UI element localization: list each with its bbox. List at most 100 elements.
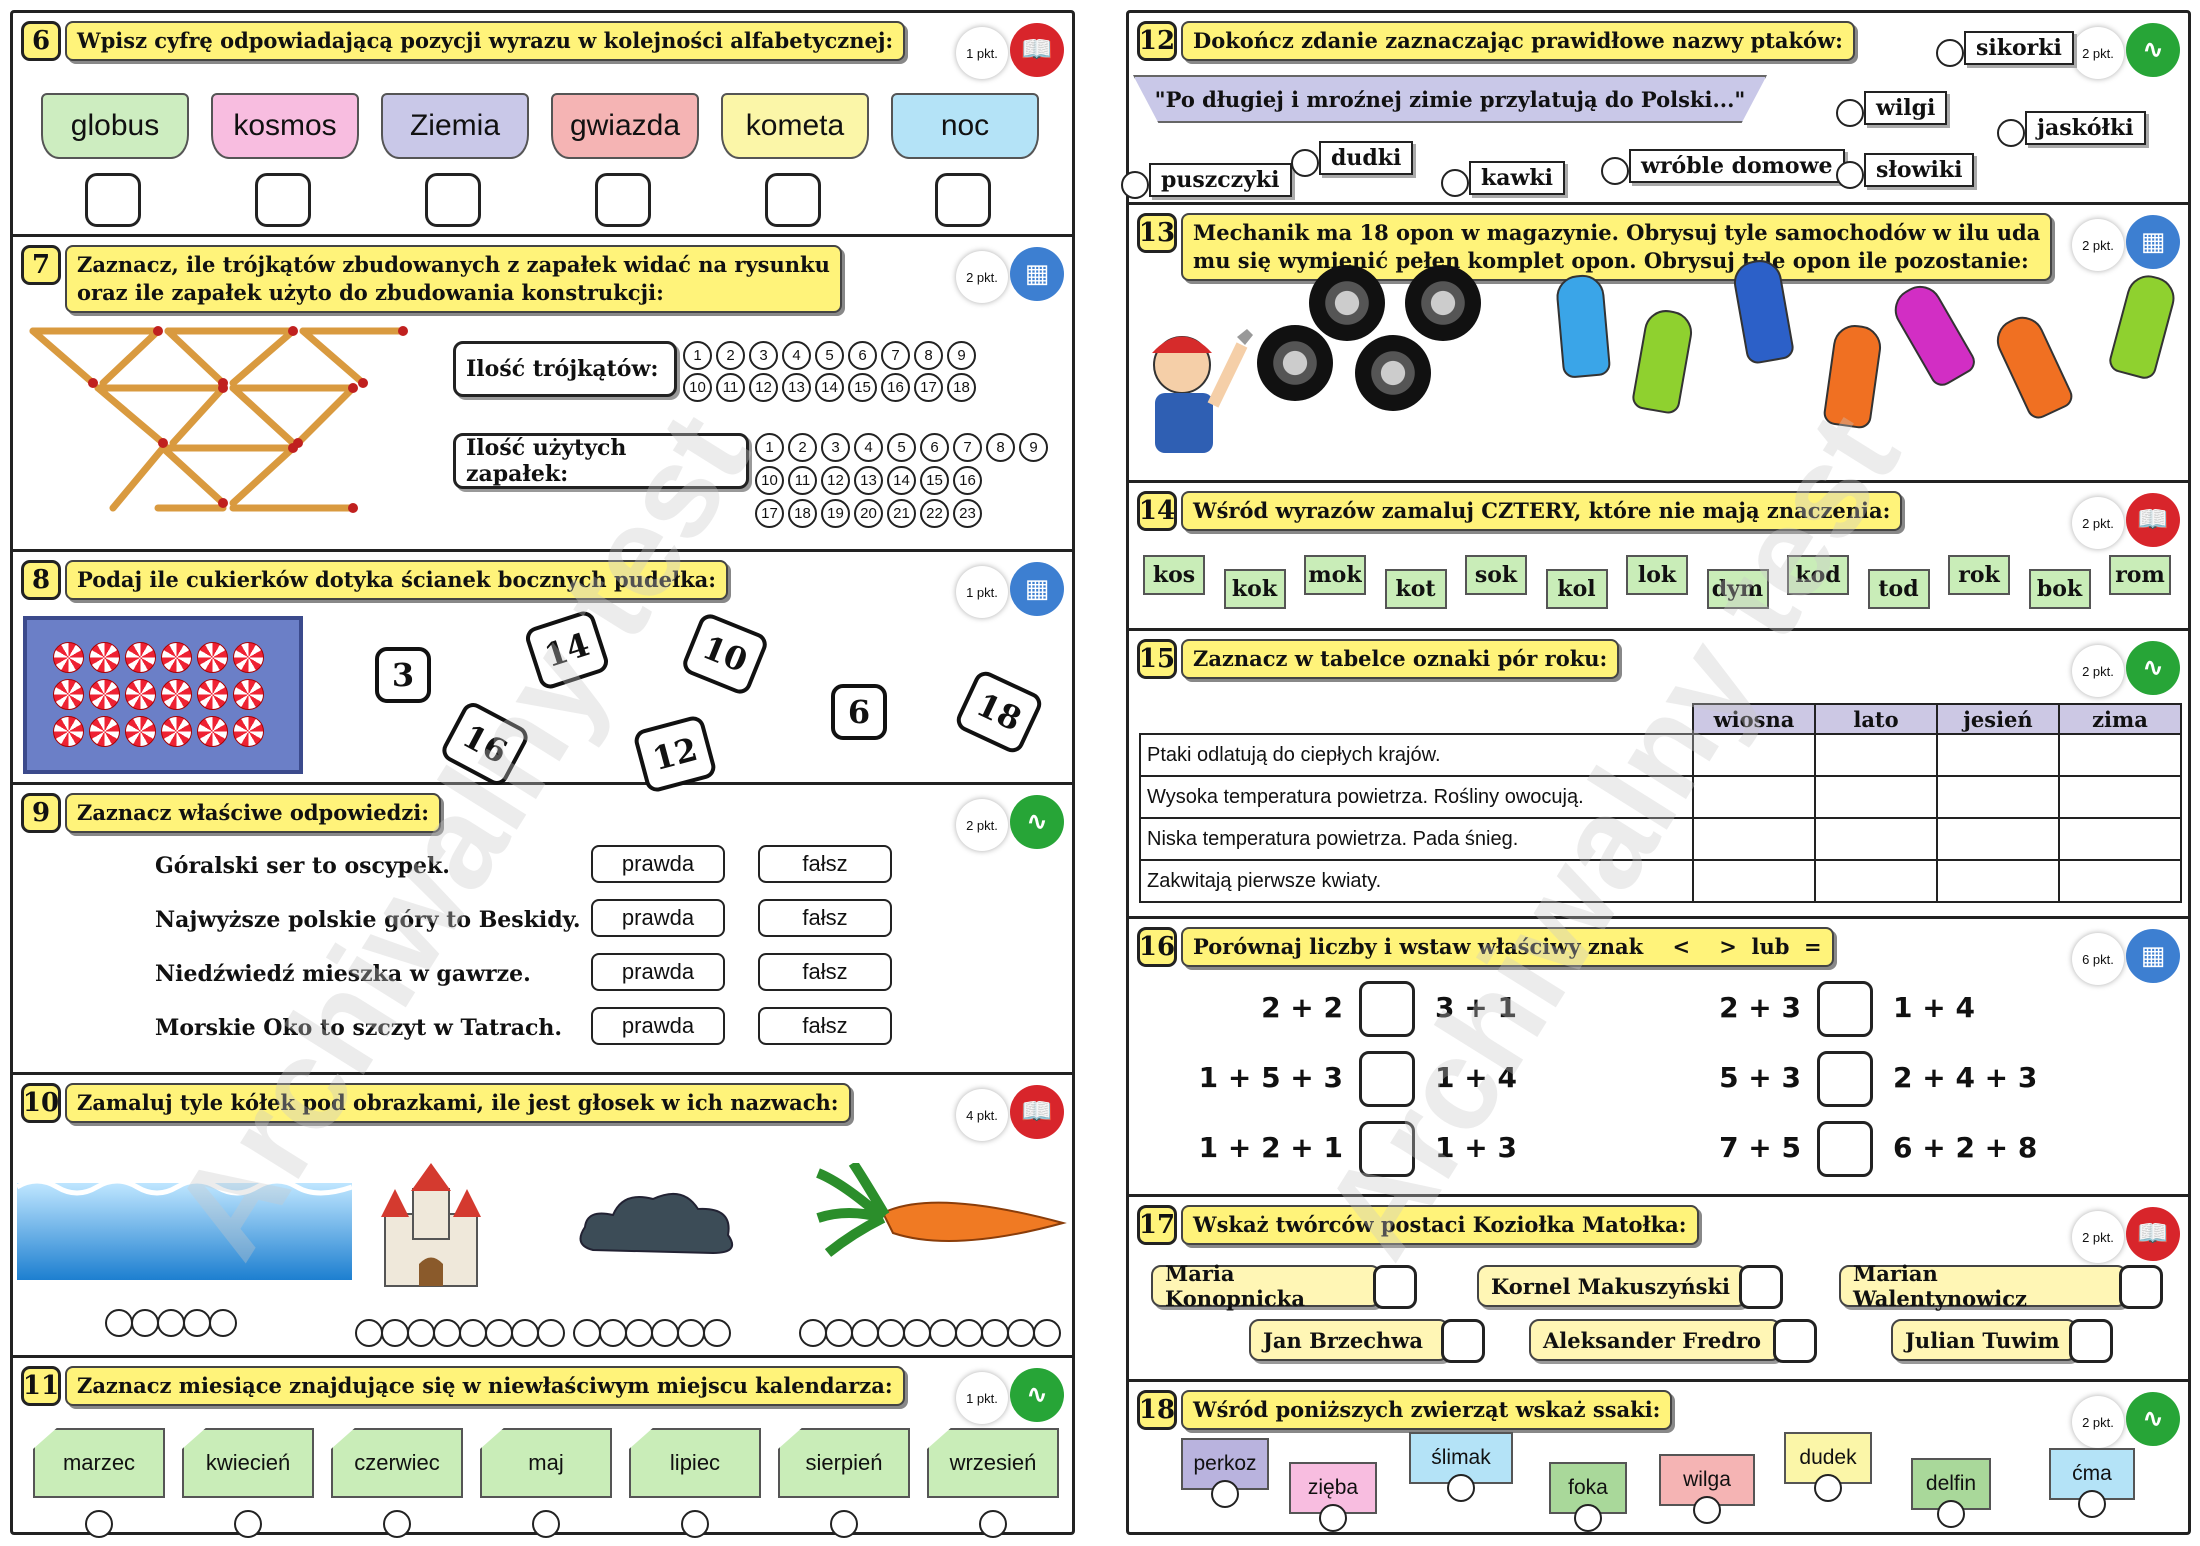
answer-box[interactable] xyxy=(1373,1265,1417,1309)
word-tile[interactable]: rok xyxy=(1948,555,2010,595)
car-icon[interactable] xyxy=(1822,322,1884,430)
word-tile[interactable]: bok xyxy=(2028,569,2091,609)
answer-bubble[interactable]: 23 xyxy=(953,499,982,528)
answer-box[interactable] xyxy=(1739,1265,1783,1309)
number-tile[interactable]: 6 xyxy=(831,684,887,740)
car-icon[interactable] xyxy=(1630,306,1696,416)
answer-bubble[interactable]: 15 xyxy=(920,466,949,495)
false-option[interactable]: fałsz xyxy=(758,953,892,991)
answer-box[interactable] xyxy=(255,173,311,227)
answer-bubble[interactable]: 6 xyxy=(920,433,949,462)
word-tile[interactable]: kol xyxy=(1545,569,1608,609)
answer-bubble[interactable]: 14 xyxy=(887,466,916,495)
answer-cell[interactable] xyxy=(1936,775,2060,819)
number-tile[interactable]: 12 xyxy=(631,713,719,795)
answer-circle[interactable] xyxy=(234,1510,262,1538)
answer-bubble[interactable]: 7 xyxy=(881,341,910,370)
true-option[interactable]: prawda xyxy=(591,845,725,883)
answer-bubble[interactable]: 17 xyxy=(914,373,943,402)
answer-cell[interactable] xyxy=(1936,859,2060,903)
sign-box[interactable] xyxy=(1817,981,1873,1037)
word-tile[interactable]: mok xyxy=(1304,555,1366,595)
answer-cell[interactable] xyxy=(1936,817,2060,861)
answer-bubble[interactable]: 15 xyxy=(848,373,877,402)
answer-box[interactable] xyxy=(85,173,141,227)
answer-circle[interactable] xyxy=(681,1510,709,1538)
answer-circle[interactable] xyxy=(1693,1496,1721,1524)
answer-bubble[interactable]: 16 xyxy=(881,373,910,402)
true-option[interactable]: prawda xyxy=(591,1007,725,1045)
answer-cell[interactable] xyxy=(1692,817,1816,861)
answer-bubble[interactable]: 13 xyxy=(854,466,883,495)
car-icon[interactable] xyxy=(1989,309,2077,423)
answer-circle[interactable] xyxy=(1836,161,1864,189)
tire-icon[interactable] xyxy=(1355,335,1431,411)
false-option[interactable]: fałsz xyxy=(758,845,892,883)
number-tile[interactable]: 3 xyxy=(375,647,431,703)
word-tile[interactable]: tod xyxy=(1867,569,1930,609)
answer-bubble[interactable]: 4 xyxy=(782,341,811,370)
answer-bubble[interactable]: 1 xyxy=(755,433,784,462)
answer-bubble[interactable]: 8 xyxy=(914,341,943,370)
answer-bubble[interactable]: 11 xyxy=(716,373,745,402)
answer-box[interactable] xyxy=(2119,1265,2163,1309)
answer-bubble[interactable]: 2 xyxy=(788,433,817,462)
answer-circle[interactable] xyxy=(383,1510,411,1538)
true-option[interactable]: prawda xyxy=(591,953,725,991)
answer-bubble[interactable]: 16 xyxy=(953,466,982,495)
answer-bubble[interactable]: 4 xyxy=(854,433,883,462)
car-icon[interactable] xyxy=(1886,277,1980,391)
answer-circle[interactable] xyxy=(1814,1474,1842,1502)
true-option[interactable]: prawda xyxy=(591,899,725,937)
answer-bubble[interactable]: 2 xyxy=(716,341,745,370)
answer-cell[interactable] xyxy=(2058,733,2182,777)
answer-cell[interactable] xyxy=(1692,733,1816,777)
answer-circle[interactable] xyxy=(1441,169,1469,197)
tire-icon[interactable] xyxy=(1309,265,1385,341)
answer-bubble[interactable]: 8 xyxy=(986,433,1015,462)
answer-cell[interactable] xyxy=(1814,775,1938,819)
answer-cell[interactable] xyxy=(2058,817,2182,861)
answer-bubble[interactable]: 18 xyxy=(947,373,976,402)
sign-box[interactable] xyxy=(1359,1051,1415,1107)
answer-circle[interactable] xyxy=(1997,119,2025,147)
false-option[interactable]: fałsz xyxy=(758,899,892,937)
answer-bubble[interactable]: 21 xyxy=(887,499,916,528)
answer-cell[interactable] xyxy=(2058,775,2182,819)
number-tile[interactable]: 10 xyxy=(679,610,771,698)
answer-bubble[interactable]: 10 xyxy=(755,466,784,495)
word-tile[interactable]: sok xyxy=(1465,555,1527,595)
answer-circle[interactable] xyxy=(1319,1504,1347,1532)
word-tile[interactable]: kot xyxy=(1384,569,1447,609)
answer-cell[interactable] xyxy=(1936,733,2060,777)
answer-box[interactable] xyxy=(765,173,821,227)
answer-bubble[interactable]: 22 xyxy=(920,499,949,528)
answer-bubble[interactable]: 3 xyxy=(821,433,850,462)
answer-bubble[interactable]: 20 xyxy=(854,499,883,528)
answer-circle[interactable] xyxy=(1574,1504,1602,1532)
answer-circles-castle[interactable] xyxy=(355,1319,565,1347)
answer-bubble[interactable]: 12 xyxy=(821,466,850,495)
answer-box[interactable] xyxy=(1773,1319,1817,1363)
answer-circle[interactable] xyxy=(532,1510,560,1538)
answer-circle[interactable] xyxy=(1211,1480,1239,1508)
word-tile[interactable]: kos xyxy=(1143,555,1205,595)
sign-box[interactable] xyxy=(1359,1121,1415,1177)
sign-box[interactable] xyxy=(1817,1121,1873,1177)
answer-circle[interactable] xyxy=(830,1510,858,1538)
answer-circles-carrot[interactable] xyxy=(799,1319,1061,1347)
answer-bubble[interactable]: 11 xyxy=(788,466,817,495)
tire-icon[interactable] xyxy=(1257,325,1333,401)
answer-cell[interactable] xyxy=(1814,859,1938,903)
answer-box[interactable] xyxy=(1441,1319,1485,1363)
answer-circle[interactable] xyxy=(2078,1490,2106,1518)
answer-bubble[interactable]: 9 xyxy=(947,341,976,370)
answer-bubble[interactable]: 7 xyxy=(953,433,982,462)
number-tile[interactable]: 16 xyxy=(438,698,532,790)
answer-bubble[interactable]: 14 xyxy=(815,373,844,402)
answer-circles-sea[interactable] xyxy=(105,1309,237,1337)
answer-cell[interactable] xyxy=(2058,859,2182,903)
answer-circle[interactable] xyxy=(1121,171,1149,199)
answer-cell[interactable] xyxy=(1692,775,1816,819)
answer-bubble[interactable]: 1 xyxy=(683,341,712,370)
